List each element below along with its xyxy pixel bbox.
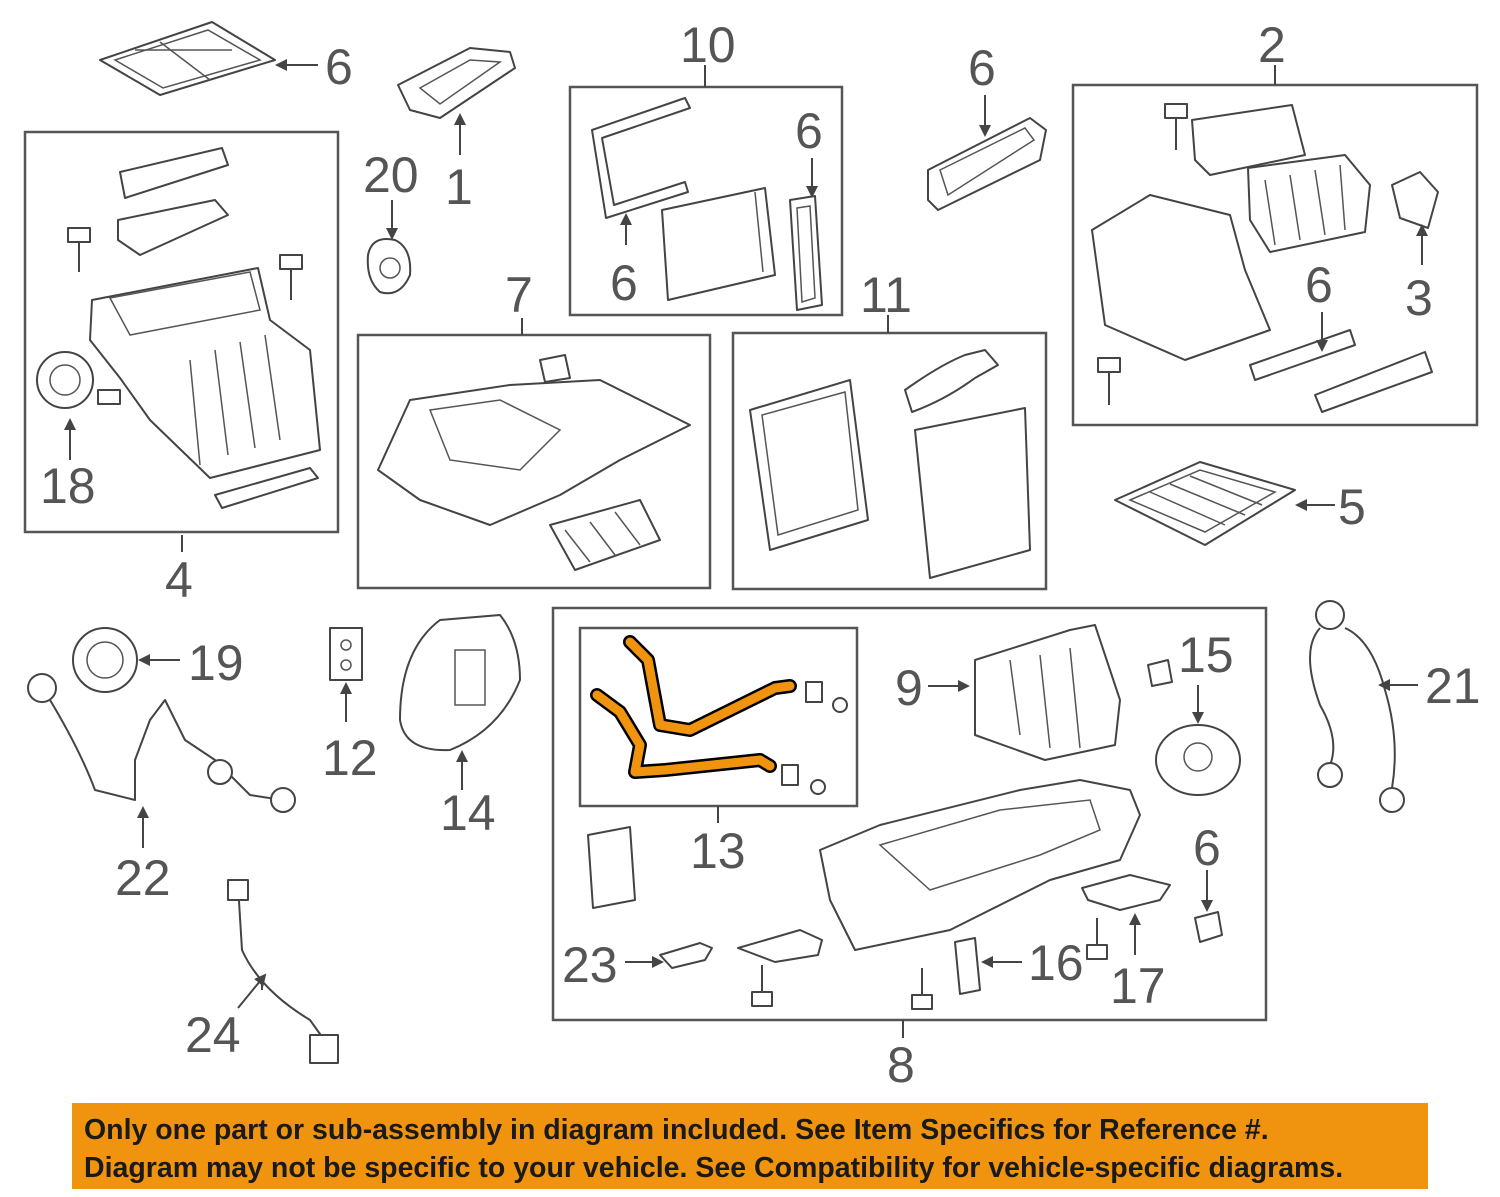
group-box-7 (356, 333, 712, 590)
callout-8: 8 (887, 1037, 915, 1093)
notice-line-2: Diagram may not be specific to your vehi… (84, 1152, 1344, 1184)
group-box-4 (23, 130, 340, 534)
screw-icon (1086, 918, 1108, 960)
callout-18: 18 (40, 458, 96, 514)
heater-core-part-10 (591, 97, 823, 311)
hvac-case-part-7 (377, 354, 691, 571)
expansion-valve-part-12 (329, 627, 363, 681)
parts-diagram: 6 1 20 18 4 10 6 6 6 2 3 6 7 11 5 19 12 … (23, 17, 1481, 1093)
callout-15: 15 (1178, 627, 1234, 683)
evaporator-part-11 (749, 349, 1031, 579)
callout-6-group10-right: 6 (795, 103, 823, 159)
seal-part-6 (927, 117, 1047, 211)
leader-arrows (64, 59, 1428, 1038)
group-box-11 (731, 331, 1048, 591)
callout-17: 17 (1110, 958, 1166, 1014)
air-inlet-assembly-part-4 (36, 147, 321, 509)
notice-line-1: Only one part or sub-assembly in diagram… (84, 1114, 1269, 1146)
cabin-air-filter-part-5 (1114, 461, 1296, 546)
callout-3: 3 (1405, 270, 1433, 326)
screw-icon (67, 227, 91, 272)
screw-icon (279, 254, 303, 300)
callout-12: 12 (322, 730, 378, 786)
callout-16: 16 (1028, 935, 1084, 991)
wiring-harness-part-21 (1309, 600, 1405, 813)
callout-6-group10-bottom: 6 (610, 255, 638, 311)
callout-6-group8: 6 (1193, 820, 1221, 876)
callout-13: 13 (690, 823, 746, 879)
seal-part-14 (399, 614, 521, 752)
callout-24: 24 (185, 1007, 241, 1063)
screw-icon (1097, 357, 1121, 405)
blower-case-part-2 (1091, 103, 1439, 413)
callout-23: 23 (562, 937, 618, 993)
callout-9: 9 (895, 660, 923, 716)
callout-11: 11 (860, 267, 912, 323)
callout-10: 10 (680, 17, 736, 73)
callout-7: 7 (505, 267, 533, 323)
callout-21: 21 (1425, 658, 1481, 714)
screw-icon (1164, 103, 1188, 150)
callout-19: 19 (188, 635, 244, 691)
group-box-8 (551, 606, 1268, 1022)
callout-6-group2: 6 (1305, 257, 1333, 313)
actuator-part-20 (366, 238, 412, 295)
callout-2: 2 (1258, 17, 1286, 73)
callout-20: 20 (363, 147, 419, 203)
callout-6-top-middle: 6 (968, 40, 996, 96)
callout-1: 1 (445, 159, 473, 215)
callout-4: 4 (165, 552, 193, 608)
callout-14: 14 (440, 785, 496, 841)
callout-5: 5 (1338, 479, 1366, 535)
blower-motor-wheel-part-19 (72, 627, 138, 693)
duct-part-1 (397, 47, 516, 119)
hose-part-24 (227, 879, 339, 1064)
cabin-filter-seal-part (99, 21, 276, 96)
screw-icon (911, 968, 933, 1010)
hvac-lower-case-part-8 (587, 624, 1241, 1010)
callout-22: 22 (115, 850, 171, 906)
screw-icon (751, 965, 773, 1007)
heater-hose-part-13 (590, 635, 848, 795)
compatibility-notice-banner: Only one part or sub-assembly in diagram… (72, 1103, 1428, 1189)
wiring-harness-part-22 (27, 673, 296, 813)
callout-6-top-left: 6 (325, 39, 353, 95)
